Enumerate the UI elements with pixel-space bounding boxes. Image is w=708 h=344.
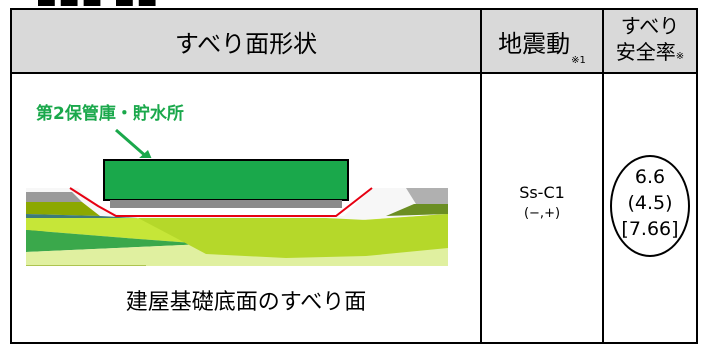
result-table: すべり面形状 地震動※1 すべり 安全率※ 第2保管庫・貯水所 [10,8,698,344]
header-safety-factor-line2-wrap: 安全率※ [616,39,684,70]
column-divider-1 [480,10,482,342]
safety-factor-cell: 6.6 (4.5) [7.66] [604,74,696,344]
ground-motion-value: Ss-C1 [519,183,565,202]
column-divider-2 [602,10,604,342]
ground-motion-sign: (−,+) [523,206,561,221]
highlight-ellipse [610,155,690,257]
header-safety-factor-line1: すべり [620,13,680,38]
figure-caption: 建屋基礎底面のすべり面 [125,290,367,315]
cropped-heading-text: ■■■ ■■ [36,0,160,6]
building-label: 第2保管庫・貯水所 [36,104,184,124]
header-ground-motion-note: ※1 [571,55,586,66]
header-ground-motion-label: 地震動 [498,29,571,58]
cropped-heading: ■■■ ■■ [0,0,708,6]
header-safety-factor: すべり 安全率※ [604,10,696,72]
table-header: すべり面形状 地震動※1 すべり 安全率※ [12,10,696,74]
geological-cross-section [26,158,448,266]
slip-surface-cell: 第2保管庫・貯水所 建屋基礎底面のすべり面 [12,74,480,344]
safety-factor-value-paren: (4.5) [627,192,673,214]
safety-factor-value: 6.6 [634,166,666,188]
safety-factor-value-bracket: [7.66] [621,218,679,240]
header-ground-motion: 地震動※1 [482,10,602,72]
header-safety-factor-note: ※ [675,50,685,62]
ground-motion-cell: Ss-C1 (−,+) [482,74,602,344]
header-safety-factor-line2: 安全率 [615,39,676,64]
header-slip-surface-shape: すべり面形状 [174,29,318,58]
